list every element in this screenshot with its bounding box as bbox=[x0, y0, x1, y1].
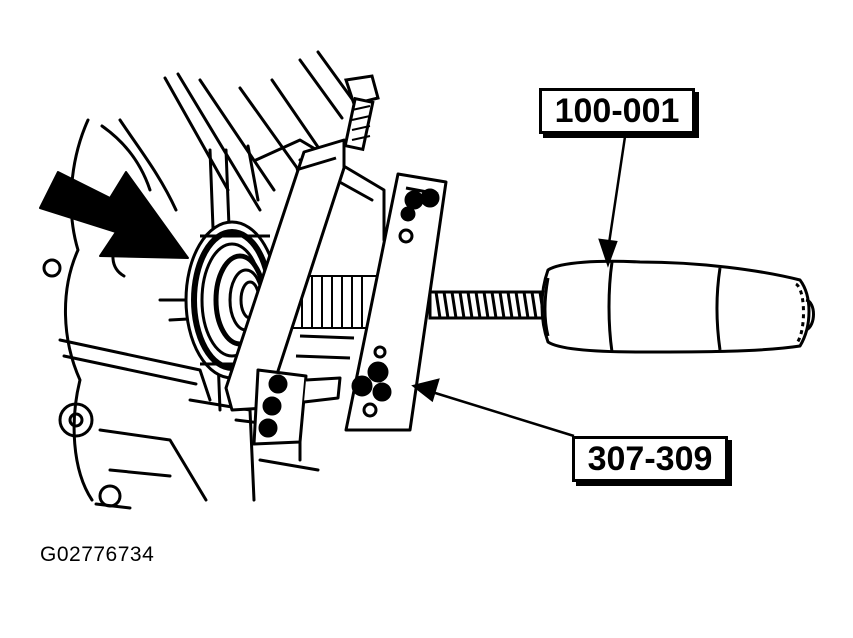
callout-handle-tool: 100-001 bbox=[539, 88, 695, 134]
lower-clamp bbox=[252, 334, 355, 446]
forcing-screw bbox=[428, 290, 550, 320]
figure-id-caption: G02776734 bbox=[40, 543, 155, 566]
tool-handle bbox=[540, 259, 815, 354]
direction-arrow bbox=[39, 171, 189, 259]
top-bolt bbox=[343, 74, 380, 152]
callout-puller-tool: 307-309 bbox=[572, 436, 728, 482]
leader-lines bbox=[411, 129, 628, 438]
puller-cross-plate bbox=[344, 172, 448, 432]
